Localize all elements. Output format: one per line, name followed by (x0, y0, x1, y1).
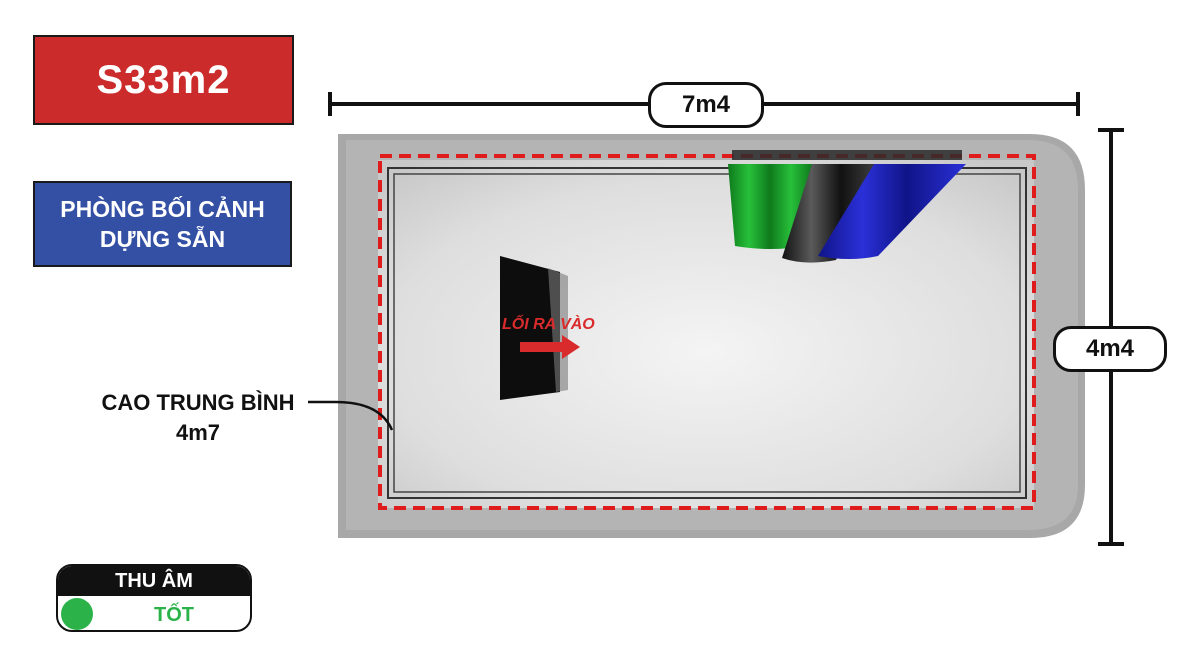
entrance-arrow-icon (520, 335, 580, 359)
room-type-badge: PHÒNG BỐI CẢNH DỰNG SẴN (33, 181, 292, 267)
usable-area-outline (378, 154, 1036, 510)
curtains (728, 150, 966, 263)
blue-curtain (818, 164, 966, 259)
door-label: LỐI RA VÀO (502, 316, 595, 333)
black-curtain (782, 164, 880, 263)
depth-label: 4m4 (1053, 326, 1167, 372)
height-annotation: CAO TRUNG BÌNH 4m7 (78, 388, 318, 448)
area-label: S33m2 (96, 57, 231, 102)
room-floor (378, 160, 1034, 508)
sound-title: THU ÂM (58, 566, 250, 596)
status-dot-icon (61, 598, 93, 630)
sound-rating-card: THU ÂM TỐT (56, 564, 252, 632)
width-label: 7m4 (648, 82, 764, 128)
area-badge: S33m2 (33, 35, 294, 125)
door (500, 256, 560, 400)
height-value: 4m7 (175, 420, 221, 445)
room-type-line1: PHÒNG BỐI CẢNH (60, 196, 265, 222)
green-curtain (728, 164, 812, 249)
sound-rating: TỐT (154, 603, 194, 626)
height-leader-line (308, 400, 394, 431)
height-label: CAO TRUNG BÌNH (101, 390, 295, 415)
room-type-line2: DỰNG SẴN (99, 226, 226, 252)
